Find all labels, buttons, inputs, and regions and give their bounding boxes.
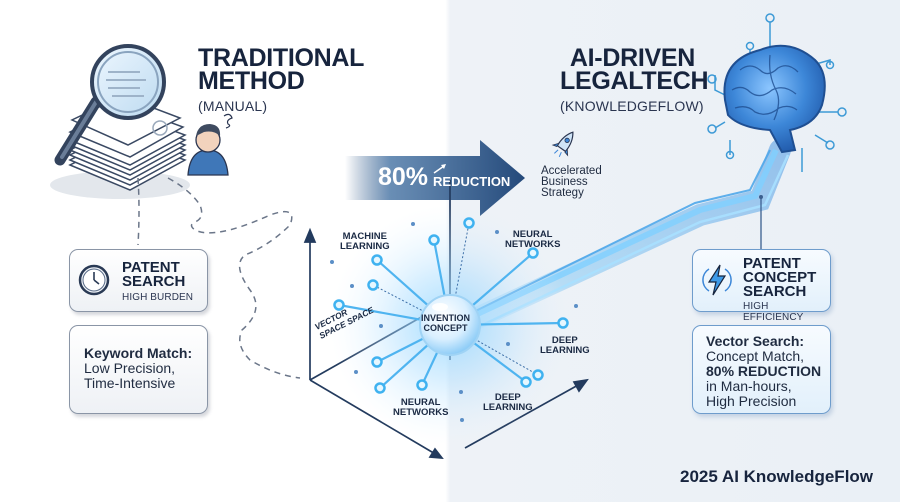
reduction-label: REDUCTION: [433, 174, 511, 189]
reduction-arrow: [345, 140, 525, 216]
vector-search-heading: Vector Search:: [706, 333, 805, 349]
node-label-neural-networks-bottom: NEURAL NETWORKS: [393, 397, 449, 418]
ai-title-line2: LEGALTECH: [560, 67, 709, 95]
traditional-title-line2: METHOD: [198, 67, 305, 95]
traditional-title-block: TRADITIONAL METHOD (MANUAL): [198, 44, 365, 115]
trend-up-icon: [433, 164, 447, 174]
clock-icon: [78, 264, 110, 296]
magnifying-glass-icon: [54, 44, 166, 166]
patent-concept-search-card: PATENT CONCEPT SEARCH HIGH EFFICIENCY: [692, 249, 831, 323]
node-label-deep-learning-right: DEEP LEARNING: [540, 335, 590, 356]
keyword-match-line2: Time-Intensive: [84, 375, 176, 391]
vector-search-line3: High Precision: [706, 393, 797, 409]
keyword-match-line1: Low Precision,: [84, 360, 176, 376]
concept-nodes: [333, 217, 569, 394]
concept-search-heading2: CONCEPT: [743, 269, 817, 286]
brain-icon: [707, 13, 847, 172]
rocket-icon: [551, 131, 574, 158]
vector-search-card: Vector Search: Concept Match, 80% REDUCT…: [692, 325, 831, 414]
data-beam: [419, 139, 791, 351]
concept-search-heading3: SEARCH: [743, 283, 807, 300]
confused-person-icon: [187, 113, 233, 176]
keyword-match-card: Keyword Match: Low Precision, Time-Inten…: [69, 325, 208, 414]
vector-search-line2: in Man-hours,: [706, 378, 792, 394]
reduction-value: 80%: [378, 163, 429, 191]
outcome-line1: Accelerated: [541, 165, 602, 177]
vector-search-line1: Concept Match,: [706, 348, 805, 364]
invention-concept-label: INVENTION CONCEPT: [421, 313, 471, 333]
patent-search-subheading: HIGH BURDEN: [122, 292, 194, 303]
outcome-text: Accelerated Business Strategy: [541, 165, 602, 199]
vector-search-highlight: 80% REDUCTION: [706, 363, 822, 379]
node-label-neural-networks-top: NEURAL NETWORKS: [505, 229, 561, 250]
traditional-title-line1: TRADITIONAL: [198, 44, 365, 72]
traditional-subtitle: (MANUAL): [198, 98, 268, 114]
concept-search-subheading: HIGH EFFICIENCY: [743, 301, 804, 323]
dashed-connector: [167, 177, 301, 379]
node-label-deep-learning-bottom: DEEP LEARNING: [483, 392, 533, 413]
patent-search-heading2: SEARCH: [122, 273, 186, 290]
ai-subtitle: (KNOWLEDGEFLOW): [560, 98, 704, 114]
outcome-line2: Business: [541, 176, 588, 188]
patent-search-card: PATENT SEARCH HIGH BURDEN: [69, 249, 208, 312]
ai-title-line1: AI-DRIVEN: [569, 44, 695, 72]
outcome-line3: Strategy: [541, 187, 584, 199]
keyword-match-heading: Keyword Match:: [84, 345, 193, 361]
patent-search-heading1: PATENT: [122, 259, 180, 276]
reduction-arrow-label: 80% REDUCTION: [378, 163, 510, 192]
footer-credit: 2025 AI KnowledgeFlow: [680, 467, 874, 486]
lightning-icon: [702, 264, 732, 296]
ai-title-block: AI-DRIVEN LEGALTECH (KNOWLEDGEFLOW): [560, 44, 709, 115]
node-label-machine-learning: MACHINE LEARNING: [340, 231, 390, 252]
concept-search-heading1: PATENT: [743, 255, 801, 272]
